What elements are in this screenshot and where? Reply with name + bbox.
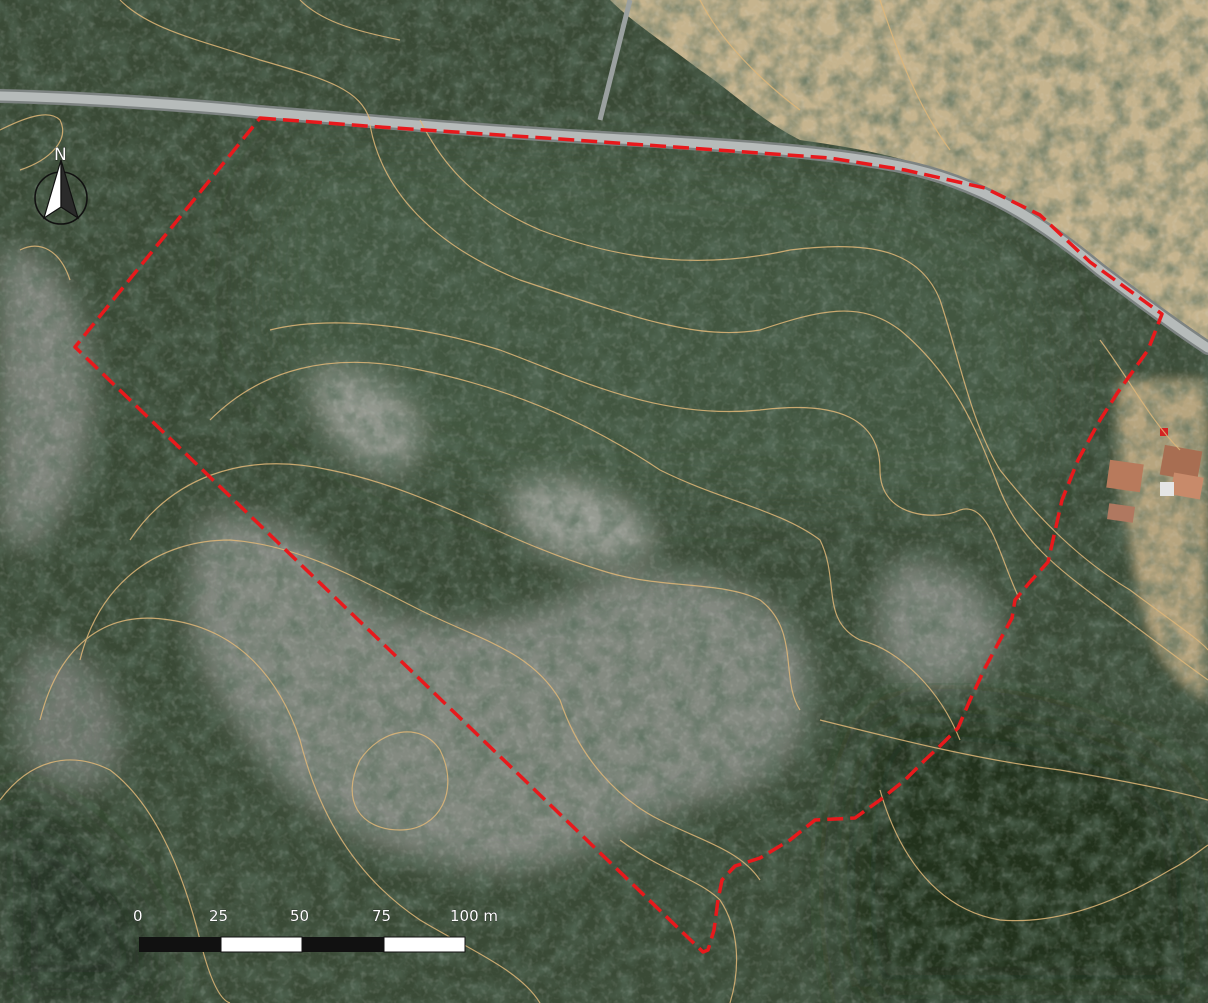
scale-segment-2	[220, 936, 303, 953]
scale-tick-75: 75	[372, 907, 391, 925]
north-arrow-label: N	[54, 145, 67, 165]
scale-tick-25: 25	[209, 907, 228, 925]
scale-tick-50: 50	[290, 907, 309, 925]
scale-segment-4	[383, 936, 466, 953]
road	[0, 0, 1208, 355]
scale-bar: 0 25 50 75 100 m	[133, 907, 498, 953]
scale-segment-1	[139, 937, 221, 952]
scale-tick-0: 0	[133, 907, 143, 925]
north-arrow-icon-shade	[60, 159, 80, 220]
scale-segment-3	[302, 937, 384, 952]
north-arrow: N	[34, 145, 88, 225]
survey-boundary	[73, 116, 1164, 954]
buildings	[1106, 428, 1204, 523]
scale-tick-100m: 100 m	[450, 907, 498, 925]
